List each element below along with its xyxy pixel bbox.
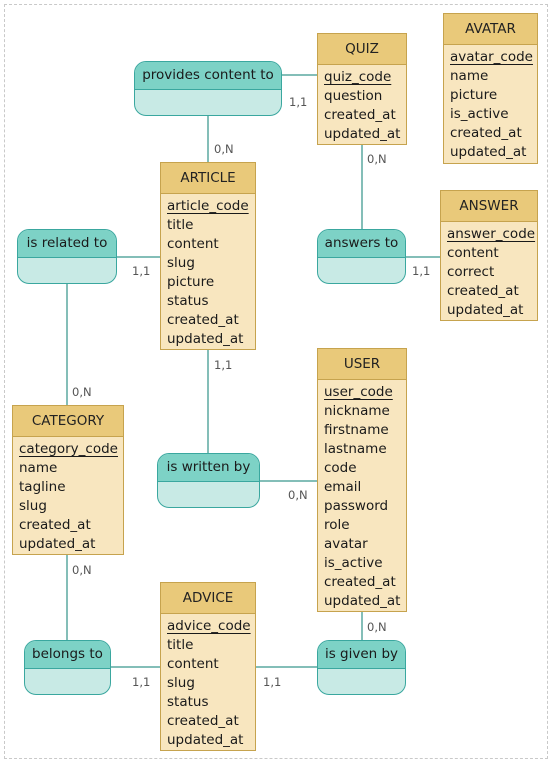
card-article-related: 1,1 — [132, 264, 151, 278]
entity-quiz-title: QUIZ — [318, 34, 406, 65]
attr-created-at: created_at — [447, 283, 519, 299]
card-user-written: 0,N — [288, 488, 308, 502]
attr-firstname: firstname — [324, 422, 389, 438]
assoc-answers-to-label: answers to — [318, 230, 405, 258]
attr-created-at: created_at — [324, 574, 396, 590]
card-category-related: 0,N — [72, 385, 92, 399]
entity-advice-title: ADVICE — [161, 583, 255, 614]
card-quiz-answers: 0,N — [367, 152, 387, 166]
attr-name: name — [450, 68, 489, 84]
assoc-is-related-to-label: is related to — [18, 230, 116, 258]
attr-tagline: tagline — [19, 479, 66, 495]
attr-slug: slug — [19, 498, 47, 514]
attr-content: content — [447, 245, 499, 261]
attr-role: role — [324, 517, 350, 533]
assoc-is-given-by[interactable]: is given by — [317, 640, 406, 695]
attr-is-active: is_active — [450, 106, 509, 122]
attr-password: password — [324, 498, 389, 514]
attr-updated-at: updated_at — [167, 732, 244, 748]
attr-picture: picture — [450, 87, 498, 103]
attr-avatar-code: avatar_code — [450, 49, 533, 65]
card-advice-given: 1,1 — [263, 675, 282, 689]
attr-content: content — [167, 236, 219, 252]
assoc-is-related-to[interactable]: is related to — [17, 229, 117, 284]
attr-slug: slug — [167, 255, 195, 271]
card-article-provides: 0,N — [214, 142, 234, 156]
attr-updated-at: updated_at — [167, 331, 244, 347]
entity-quiz[interactable]: QUIZ quiz_code question created_at updat… — [317, 33, 407, 145]
attr-category-code: category_code — [19, 441, 118, 457]
attr-updated-at: updated_at — [324, 126, 401, 142]
attr-article-code: article_code — [167, 198, 249, 214]
card-category-belongs: 0,N — [72, 563, 92, 577]
attr-updated-at: updated_at — [324, 593, 401, 609]
diagram-frame — [4, 4, 548, 759]
assoc-provides-content-to[interactable]: provides content to — [134, 61, 282, 116]
entity-answer[interactable]: ANSWER answer_code content correct creat… — [440, 190, 538, 321]
entity-article[interactable]: ARTICLE article_code title content slug … — [160, 162, 256, 350]
attr-picture: picture — [167, 274, 215, 290]
attr-quiz-code: quiz_code — [324, 69, 392, 85]
attr-user-code: user_code — [324, 384, 393, 400]
attr-lastname: lastname — [324, 441, 387, 457]
entity-category-title: CATEGORY — [13, 406, 123, 437]
attr-created-at: created_at — [167, 713, 239, 729]
entity-category[interactable]: CATEGORY category_code name tagline slug… — [12, 405, 124, 555]
attr-updated-at: updated_at — [447, 302, 524, 318]
entity-answer-title: ANSWER — [441, 191, 537, 222]
attr-name: name — [19, 460, 58, 476]
attr-created-at: created_at — [324, 107, 396, 123]
card-advice-belongs: 1,1 — [132, 675, 151, 689]
attr-question: question — [324, 88, 383, 104]
assoc-belongs-to[interactable]: belongs to — [24, 640, 111, 695]
assoc-is-given-by-label: is given by — [318, 641, 405, 669]
entity-user-title: USER — [318, 349, 406, 380]
entity-avatar-title: AVATAR — [444, 14, 537, 45]
entity-article-title: ARTICLE — [161, 163, 255, 194]
attr-updated-at: updated_at — [450, 144, 527, 160]
attr-slug: slug — [167, 675, 195, 691]
attr-answer-code: answer_code — [447, 226, 536, 242]
attr-title: title — [167, 637, 194, 653]
attr-created-at: created_at — [167, 312, 239, 328]
card-user-given: 0,N — [367, 620, 387, 634]
attr-content: content — [167, 656, 219, 672]
attr-email: email — [324, 479, 362, 495]
assoc-is-written-by-label: is written by — [158, 454, 259, 482]
attr-code: code — [324, 460, 357, 476]
card-quiz-provides: 1,1 — [289, 95, 308, 109]
entity-user[interactable]: USER user_code nickname firstname lastna… — [317, 348, 407, 612]
card-article-written: 1,1 — [214, 358, 233, 372]
attr-created-at: created_at — [450, 125, 522, 141]
assoc-belongs-to-label: belongs to — [25, 641, 110, 669]
attr-nickname: nickname — [324, 403, 390, 419]
attr-avatar: avatar — [324, 536, 368, 552]
entity-advice[interactable]: ADVICE advice_code title content slug st… — [160, 582, 256, 751]
assoc-provides-content-to-label: provides content to — [135, 62, 281, 90]
attr-correct: correct — [447, 264, 495, 280]
card-answer-answers: 1,1 — [412, 264, 431, 278]
entity-avatar[interactable]: AVATAR avatar_code name picture is_activ… — [443, 13, 538, 164]
attr-created-at: created_at — [19, 517, 91, 533]
attr-updated-at: updated_at — [19, 536, 96, 552]
attr-status: status — [167, 694, 209, 710]
attr-title: title — [167, 217, 194, 233]
assoc-answers-to[interactable]: answers to — [317, 229, 406, 284]
assoc-is-written-by[interactable]: is written by — [157, 453, 260, 508]
attr-status: status — [167, 293, 209, 309]
attr-is-active: is_active — [324, 555, 383, 571]
attr-advice-code: advice_code — [167, 618, 251, 634]
